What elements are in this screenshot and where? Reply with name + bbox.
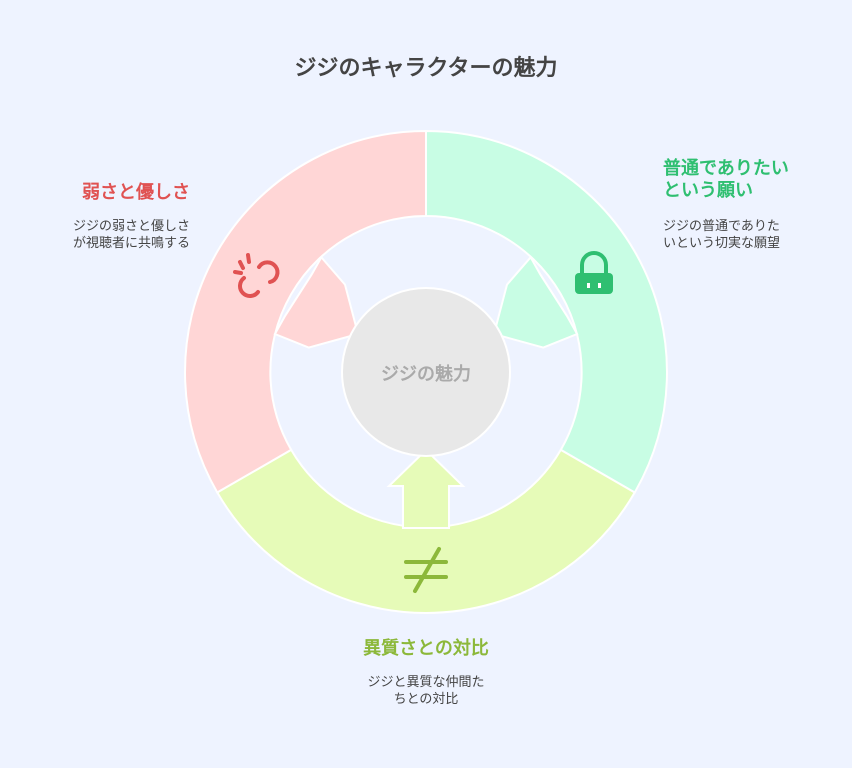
lock-icon — [575, 251, 613, 294]
diagram-title: ジジのキャラクターの魅力 — [294, 56, 558, 81]
heading-ordinary: 普通でありたい という願い — [663, 158, 789, 201]
arrow-ordinary — [492, 255, 579, 349]
description-difference: ジジと異質な仲間た ちとの対比 — [367, 675, 485, 707]
arrow-difference — [386, 448, 466, 529]
description-ordinary: ジジの普通でありた いという切実な願望 — [663, 219, 781, 251]
heading-difference: 異質さとの対比 — [363, 638, 489, 659]
broken-link-icon — [233, 253, 280, 298]
arrow-weakness — [273, 255, 360, 349]
center-circle[interactable] — [341, 287, 511, 457]
description-weakness: ジジの弱さと優しさ が視聴者に共鳴する — [72, 219, 190, 251]
segment-weakness[interactable] — [184, 129, 427, 494]
not-equal-icon — [404, 547, 448, 593]
segment-ordinary[interactable] — [425, 129, 668, 494]
heading-weakness: 弱さと優しさ — [82, 182, 190, 203]
center-label: ジジの魅力 — [381, 363, 471, 385]
segment-difference[interactable] — [215, 448, 637, 614]
